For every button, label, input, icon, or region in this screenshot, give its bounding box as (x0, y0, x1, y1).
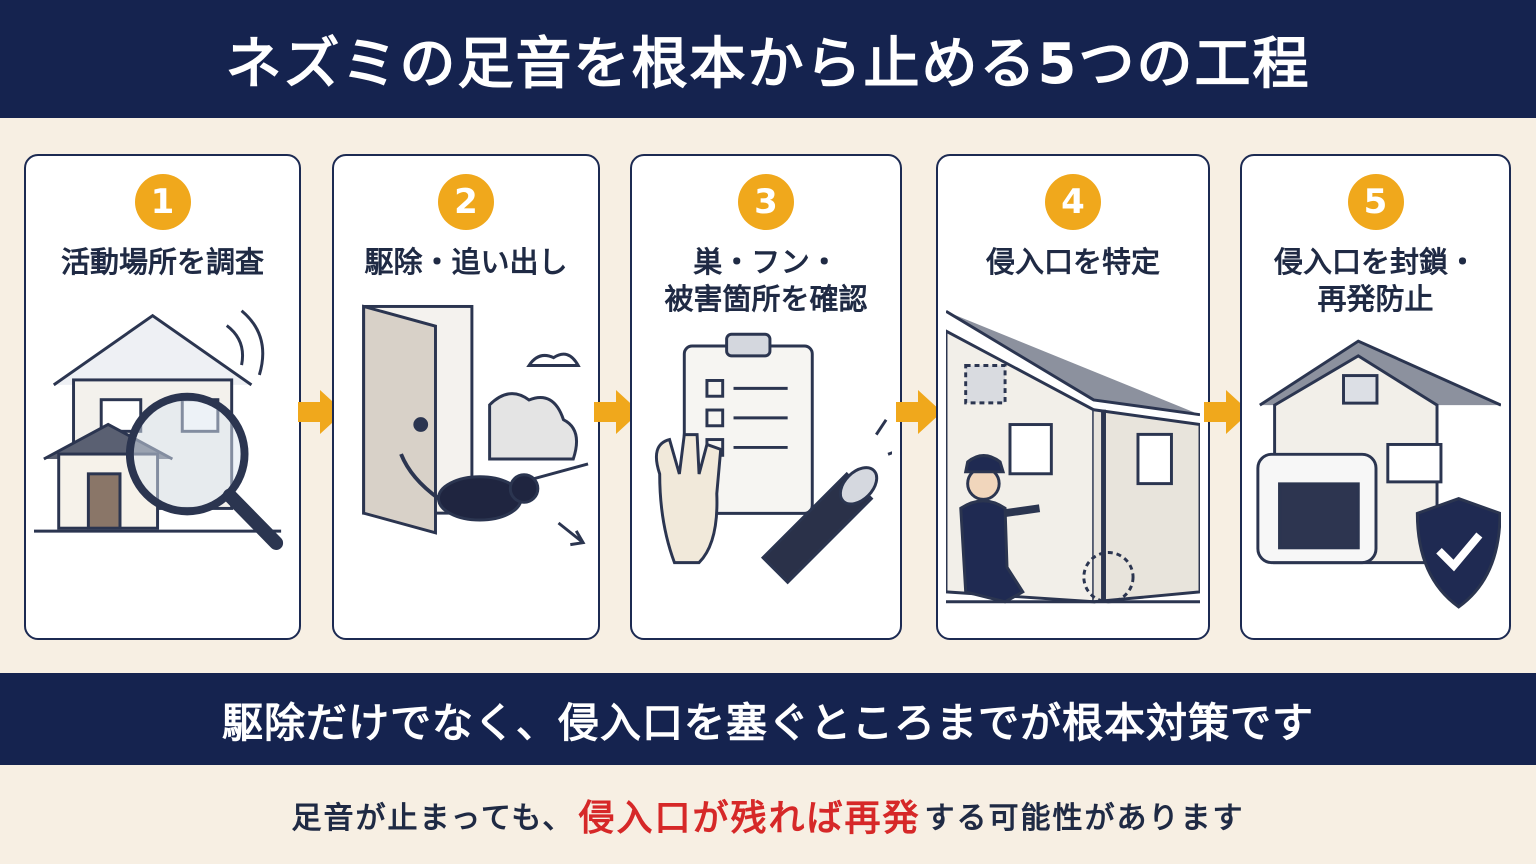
step-number-badge: 5 (1347, 174, 1404, 230)
step-label: 活動場所を調査 (60, 245, 264, 279)
step-card-4: 4 侵入口を特定 (936, 154, 1210, 640)
title-banner: ネズミの足音を根本から止める5つの工程 (0, 0, 1536, 118)
step-number-badge: 2 (438, 174, 494, 230)
house-shield-icon (1250, 324, 1501, 624)
note-highlight: 侵入口が残れば再発 (578, 797, 921, 839)
page-title: ネズミの足音を根本から止める5つの工程 (225, 31, 1311, 97)
caution-note: 足音が止まっても、 侵入口が残れば再発 する可能性があります (0, 765, 1536, 864)
house-magnifier-icon (34, 294, 291, 624)
step-card-2: 2 駆除・追い出し (332, 154, 600, 640)
step-card-5: 5 侵入口を封鎖・ 再発防止 (1240, 154, 1511, 640)
summary-banner: 駆除だけでなく、侵入口を塞ぐところまでが根本対策です (0, 673, 1536, 765)
next-arrow-icon (896, 390, 942, 434)
note-text-after: する可能性があります (924, 800, 1245, 836)
worker-house-icon (946, 294, 1200, 624)
step-number-badge: 3 (738, 174, 794, 230)
step-number-badge: 1 (134, 174, 191, 230)
next-arrow-icon (298, 390, 344, 434)
step-label: 侵入口を特定 (985, 245, 1160, 279)
summary-text: 駆除だけでなく、侵入口を塞ぐところまでが根本対策です (222, 699, 1314, 747)
step-label: 巣・フン・ 被害箇所を確認 (664, 245, 868, 316)
note-text-before: 足音が止まっても、 (291, 800, 575, 836)
next-arrow-icon (594, 390, 640, 434)
door-rat-icon (342, 294, 590, 624)
step-number-badge: 4 (1045, 174, 1101, 230)
clipboard-flashlight-icon (640, 324, 892, 624)
step-card-1: 1 活動場所を調査 (24, 154, 301, 640)
next-arrow-icon (1204, 390, 1250, 434)
step-label: 駆除・追い出し (364, 245, 568, 279)
step-card-3: 3 巣・フン・ 被害箇所を確認 (630, 154, 902, 640)
step-label: 侵入口を封鎖・ 再発防止 (1273, 245, 1477, 316)
